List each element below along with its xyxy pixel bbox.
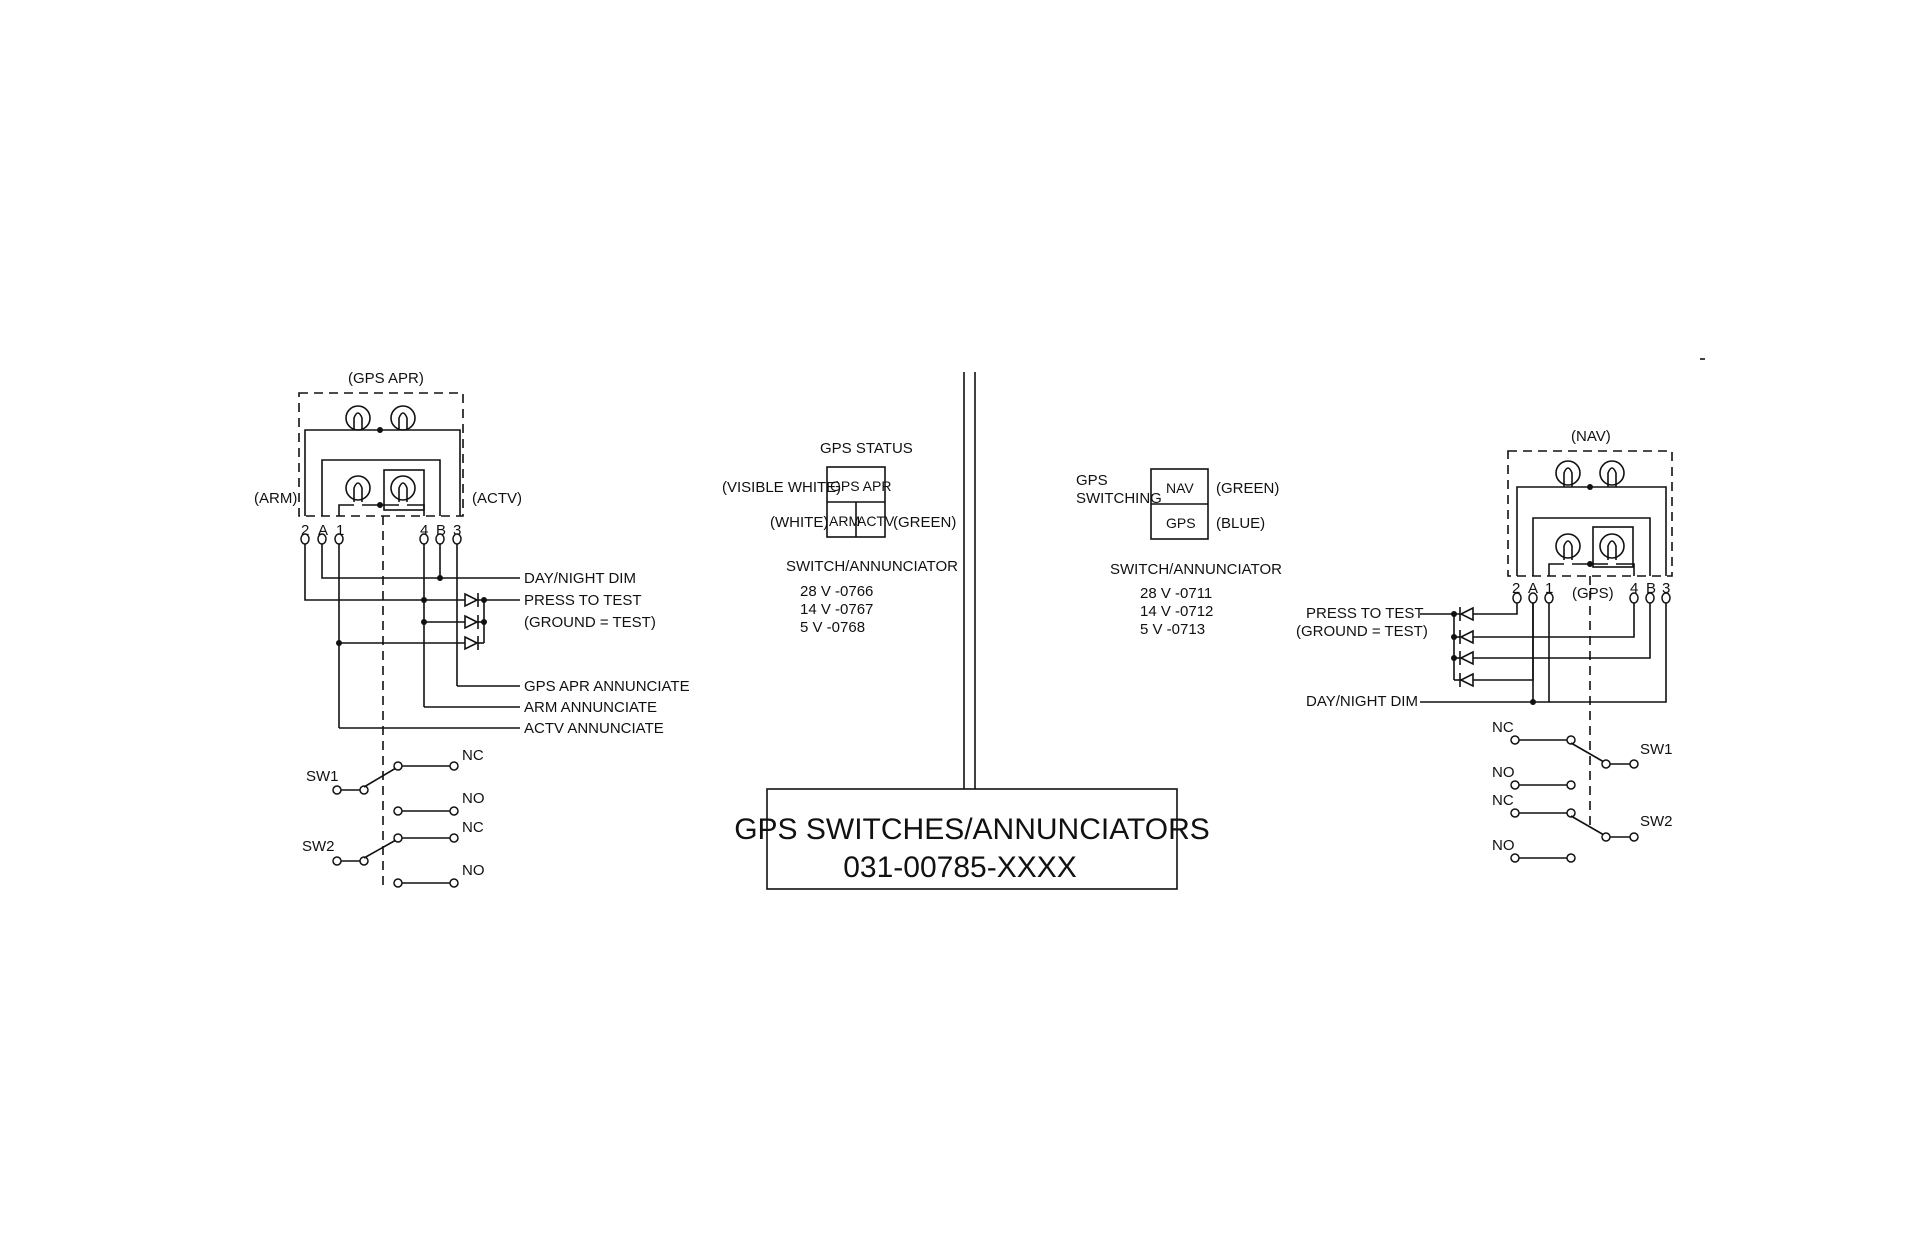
pin-label: A bbox=[1528, 580, 1538, 597]
no-label: NO bbox=[1492, 837, 1515, 854]
nav-housing bbox=[1507, 450, 1673, 577]
variant-line: 28 V -0711 bbox=[1140, 585, 1212, 602]
title-line-2: 031-00785-XXXX bbox=[843, 851, 1077, 884]
signal-label: (GROUND = TEST) bbox=[524, 614, 656, 631]
day-night-label: DAY/NIGHT DIM bbox=[1306, 693, 1418, 710]
gps-status-title: GPS STATUS bbox=[820, 440, 913, 457]
no-label: NO bbox=[462, 790, 485, 807]
cell-gps: GPS bbox=[1166, 515, 1196, 531]
actv-label: (ACTV) bbox=[472, 490, 522, 507]
gps-apr-title: (GPS APR) bbox=[348, 370, 424, 387]
switch-annunciator-caption: SWITCH/ANNUNCIATOR bbox=[786, 558, 958, 575]
nc-label: NC bbox=[1492, 792, 1514, 809]
title-block: GPS SWITCHES/ANNUNCIATORS 031-00785-XXXX bbox=[734, 788, 1210, 890]
pin-label: 1 bbox=[1545, 580, 1553, 597]
nc-label: NC bbox=[462, 819, 484, 836]
gps-switching-annunciator: GPS SWITCHING NAV GPS (GREEN) (BLUE) SWI… bbox=[1076, 468, 1282, 638]
pin-label: 2 bbox=[301, 522, 309, 539]
visible-white-label: (VISIBLE WHITE) bbox=[722, 479, 841, 496]
cell-actv: ACTV bbox=[857, 513, 895, 529]
nc-label: NC bbox=[1492, 719, 1514, 736]
switch-annunciator-caption: SWITCH/ANNUNCIATOR bbox=[1110, 561, 1282, 578]
pin-label: B bbox=[1646, 580, 1656, 597]
signal-label: PRESS TO TEST bbox=[524, 592, 642, 609]
variant-line: 28 V -0766 bbox=[800, 583, 873, 600]
press-to-test-label: PRESS TO TEST bbox=[1306, 605, 1424, 622]
pin-label: 3 bbox=[453, 522, 461, 539]
variant-line: 5 V -0713 bbox=[1140, 621, 1205, 638]
pin-label: 2 bbox=[1512, 580, 1520, 597]
signal-label: ARM ANNUNCIATE bbox=[524, 699, 657, 716]
gps-switching-title: SWITCHING bbox=[1076, 490, 1162, 507]
pin-label: A bbox=[318, 522, 328, 539]
nc-label: NC bbox=[462, 747, 484, 764]
signal-label: DAY/NIGHT DIM bbox=[524, 570, 636, 587]
diode-icon bbox=[464, 592, 479, 651]
gps-label: (GPS) bbox=[1572, 585, 1614, 602]
nav-schematic: (NAV) (GPS) 2 A 1 4 B 3 bbox=[1296, 428, 1673, 863]
no-label: NO bbox=[1492, 764, 1515, 781]
gps-apr-schematic: (GPS APR) (ARM) (ACTV) 2 A 1 bbox=[254, 370, 690, 890]
title-line-1: GPS SWITCHES/ANNUNCIATORS bbox=[734, 813, 1210, 846]
pin-label: B bbox=[436, 522, 446, 539]
nav-title: (NAV) bbox=[1571, 428, 1611, 445]
lamp-icon bbox=[1555, 460, 1625, 487]
pin-terminals bbox=[300, 533, 462, 545]
signal-label: ACTV ANNUNCIATE bbox=[524, 720, 664, 737]
switch-contacts bbox=[332, 761, 459, 888]
sw2-label: SW2 bbox=[1640, 813, 1673, 830]
gps-status-annunciator: GPS STATUS (VISIBLE WHITE) (WHITE) (GREE… bbox=[722, 440, 958, 636]
pin-label: 4 bbox=[420, 522, 428, 539]
cell-nav: NAV bbox=[1166, 480, 1194, 496]
sw1-label: SW1 bbox=[1640, 741, 1673, 758]
lamp-icon bbox=[345, 469, 425, 511]
sw1-label: SW1 bbox=[306, 768, 339, 785]
green-label: (GREEN) bbox=[893, 514, 956, 531]
cell-arm: ARM bbox=[829, 513, 860, 529]
sw2-label: SW2 bbox=[302, 838, 335, 855]
pin-label: 1 bbox=[336, 522, 344, 539]
ground-test-label: (GROUND = TEST) bbox=[1296, 623, 1428, 640]
lamp-icon bbox=[1555, 526, 1634, 568]
gps-switching-title: GPS bbox=[1076, 472, 1108, 489]
switch-contacts bbox=[1510, 735, 1639, 863]
signal-label: GPS APR ANNUNCIATE bbox=[524, 678, 690, 695]
no-label: NO bbox=[462, 862, 485, 879]
pin-terminals bbox=[1512, 592, 1671, 604]
variant-line: 5 V -0768 bbox=[800, 619, 865, 636]
cell-gps-apr: GPS APR bbox=[830, 478, 891, 494]
pin-label: 4 bbox=[1630, 580, 1638, 597]
arm-label: (ARM) bbox=[254, 490, 297, 507]
lamp-icon bbox=[345, 405, 416, 431]
blue-label: (BLUE) bbox=[1216, 515, 1265, 532]
white-label: (WHITE) bbox=[770, 514, 828, 531]
variant-line: 14 V -0767 bbox=[800, 601, 873, 618]
gps-apr-housing bbox=[298, 392, 464, 517]
diode-icon bbox=[1459, 606, 1474, 688]
pin-label: 3 bbox=[1662, 580, 1670, 597]
green-label: (GREEN) bbox=[1216, 480, 1279, 497]
variant-line: 14 V -0712 bbox=[1140, 603, 1213, 620]
